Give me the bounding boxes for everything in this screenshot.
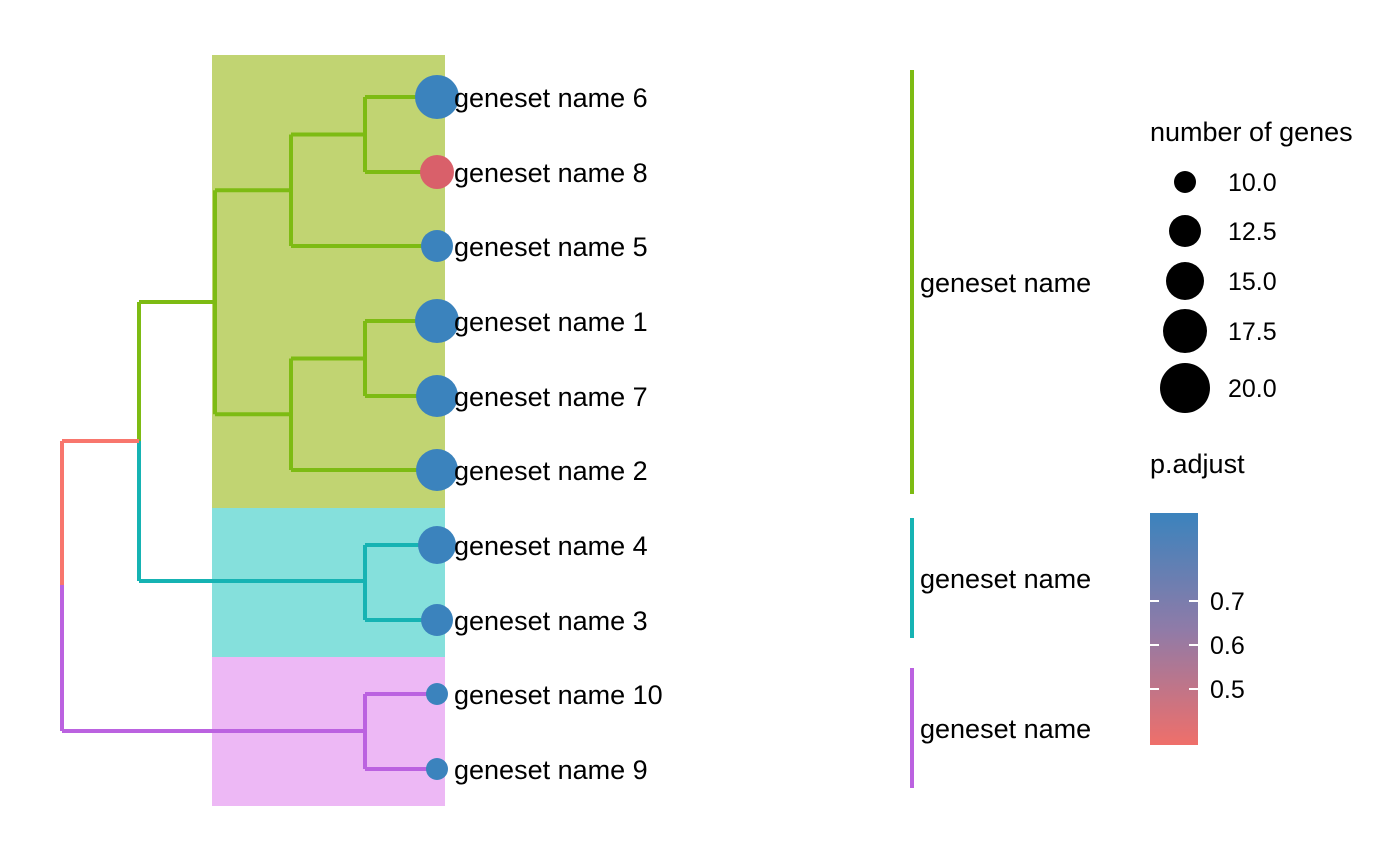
- dendrogram: [60, 95, 437, 771]
- tip-point-1[interactable]: [415, 75, 459, 119]
- tip-label-8: geneset name 3: [454, 606, 648, 636]
- size-legend-label-4: 20.0: [1228, 375, 1277, 403]
- size-legend-swatch-3: [1163, 309, 1207, 353]
- size-legend-title: number of genes: [1150, 117, 1353, 147]
- tip-point-2[interactable]: [420, 155, 454, 189]
- color-legend-tick-label-0: 0.7: [1210, 588, 1245, 616]
- size-legend-swatch-4: [1160, 363, 1210, 413]
- size-legend-label-1: 12.5: [1228, 218, 1277, 246]
- tip-point-7[interactable]: [418, 526, 456, 564]
- tip-point-6[interactable]: [416, 449, 458, 491]
- color-legend-title: p.adjust: [1150, 449, 1245, 479]
- color-legend-gradient-bar: [1150, 513, 1198, 745]
- tip-point-4[interactable]: [415, 299, 459, 343]
- tip-point-3[interactable]: [421, 230, 453, 262]
- size-legend-label-2: 15.0: [1228, 268, 1277, 296]
- tip-point-5[interactable]: [416, 375, 458, 417]
- size-legend-label-0: 10.0: [1228, 169, 1277, 197]
- cluster-legend: geneset name geneset name geneset name: [910, 70, 1091, 788]
- color-legend-tick-label-1: 0.6: [1210, 632, 1245, 660]
- tip-point-10[interactable]: [426, 758, 448, 780]
- cluster-legend-label-2: geneset name: [920, 564, 1091, 594]
- tip-label-10: geneset name 9: [454, 755, 648, 785]
- tip-label-4: geneset name 1: [454, 307, 648, 337]
- size-legend-swatch-2: [1166, 262, 1204, 300]
- tip-label-2: geneset name 8: [454, 158, 648, 188]
- tip-point-8[interactable]: [421, 604, 453, 636]
- cluster-panel-1: [212, 55, 445, 508]
- tip-label-6: geneset name 2: [454, 456, 648, 486]
- color-legend-tick-label-2: 0.5: [1210, 676, 1245, 704]
- tip-label-9: geneset name 10: [454, 680, 663, 710]
- size-legend-swatch-0: [1174, 171, 1196, 193]
- tip-point-9[interactable]: [426, 683, 448, 705]
- size-legend-label-3: 17.5: [1228, 318, 1277, 346]
- tip-points: [415, 75, 459, 780]
- color-legend: p.adjust 0.7 0.6 0.5: [1150, 449, 1245, 745]
- cluster-legend-label-1: geneset name: [920, 268, 1091, 298]
- tip-label-5: geneset name 7: [454, 382, 648, 412]
- tip-label-1: geneset name 6: [454, 83, 648, 113]
- size-legend: number of genes 10.0 12.5 15.0 17.5 20.0: [1150, 117, 1353, 413]
- tip-label-3: geneset name 5: [454, 232, 648, 262]
- tip-labels: geneset name 6 geneset name 8 geneset name…: [454, 83, 663, 785]
- size-legend-swatch-1: [1169, 215, 1201, 247]
- cluster-legend-label-3: geneset name: [920, 714, 1091, 744]
- tip-label-7: geneset name 4: [454, 531, 648, 561]
